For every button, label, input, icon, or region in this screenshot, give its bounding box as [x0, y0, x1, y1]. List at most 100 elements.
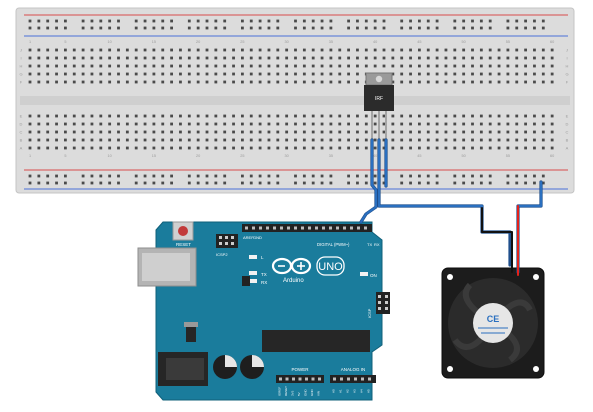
terminal-hole[interactable] — [435, 64, 439, 68]
terminal-hole[interactable] — [90, 122, 94, 126]
rail-hole[interactable] — [64, 174, 67, 178]
terminal-hole[interactable] — [276, 64, 280, 68]
terminal-hole[interactable] — [99, 114, 103, 118]
terminal-hole[interactable] — [302, 146, 306, 150]
rail-hole[interactable] — [249, 26, 253, 30]
terminal-hole[interactable] — [46, 138, 50, 142]
terminal-hole[interactable] — [125, 146, 129, 150]
terminal-hole[interactable] — [409, 138, 412, 142]
terminal-hole[interactable] — [64, 72, 67, 76]
terminal-hole[interactable] — [382, 56, 386, 60]
terminal-hole[interactable] — [320, 130, 324, 134]
rail-hole[interactable] — [382, 19, 386, 23]
rail-hole[interactable] — [294, 181, 297, 185]
terminal-hole[interactable] — [90, 56, 94, 60]
rail-hole[interactable] — [90, 19, 94, 23]
rail-hole[interactable] — [320, 181, 324, 185]
terminal-hole[interactable] — [143, 48, 147, 52]
terminal-hole[interactable] — [533, 146, 536, 150]
rail-hole[interactable] — [152, 181, 156, 185]
terminal-hole[interactable] — [524, 146, 527, 150]
terminal-hole[interactable] — [117, 130, 120, 134]
terminal-hole[interactable] — [400, 72, 404, 76]
terminal-hole[interactable] — [64, 64, 67, 68]
terminal-hole[interactable] — [196, 80, 200, 84]
terminal-hole[interactable] — [356, 80, 359, 84]
terminal-hole[interactable] — [108, 48, 112, 52]
terminal-hole[interactable] — [444, 114, 448, 118]
terminal-hole[interactable] — [179, 48, 182, 52]
terminal-hole[interactable] — [28, 138, 32, 142]
rail-hole[interactable] — [55, 26, 58, 30]
terminal-hole[interactable] — [187, 114, 191, 118]
rail-hole[interactable] — [205, 26, 209, 30]
rail-hole[interactable] — [196, 174, 200, 178]
terminal-hole[interactable] — [241, 64, 244, 68]
terminal-hole[interactable] — [444, 122, 448, 126]
terminal-hole[interactable] — [462, 146, 466, 150]
rail-hole[interactable] — [108, 181, 112, 185]
terminal-hole[interactable] — [320, 64, 324, 68]
terminal-hole[interactable] — [488, 56, 492, 60]
terminal-hole[interactable] — [391, 48, 395, 52]
terminal-hole[interactable] — [524, 72, 527, 76]
terminal-hole[interactable] — [81, 72, 85, 76]
terminal-hole[interactable] — [364, 64, 368, 68]
rail-hole[interactable] — [276, 26, 280, 30]
rail-hole[interactable] — [409, 19, 412, 23]
terminal-hole[interactable] — [373, 122, 377, 126]
rail-hole[interactable] — [223, 181, 227, 185]
terminal-hole[interactable] — [479, 122, 483, 126]
rail-hole[interactable] — [400, 181, 404, 185]
digital-pin[interactable] — [273, 226, 276, 230]
rail-hole[interactable] — [471, 174, 474, 178]
terminal-hole[interactable] — [46, 122, 50, 126]
terminal-hole[interactable] — [382, 130, 386, 134]
terminal-hole[interactable] — [205, 72, 209, 76]
terminal-hole[interactable] — [550, 130, 554, 134]
terminal-hole[interactable] — [276, 138, 280, 142]
terminal-hole[interactable] — [329, 130, 333, 134]
rail-hole[interactable] — [28, 181, 32, 185]
terminal-hole[interactable] — [409, 114, 412, 118]
terminal-hole[interactable] — [311, 114, 315, 118]
terminal-hole[interactable] — [223, 130, 227, 134]
terminal-hole[interactable] — [152, 138, 156, 142]
terminal-hole[interactable] — [143, 80, 147, 84]
terminal-hole[interactable] — [471, 80, 474, 84]
terminal-hole[interactable] — [329, 146, 333, 150]
terminal-hole[interactable] — [276, 72, 280, 76]
rail-hole[interactable] — [302, 174, 306, 178]
rail-hole[interactable] — [143, 19, 147, 23]
terminal-hole[interactable] — [258, 80, 262, 84]
rail-hole[interactable] — [134, 174, 138, 178]
terminal-hole[interactable] — [125, 114, 129, 118]
terminal-hole[interactable] — [444, 56, 448, 60]
terminal-hole[interactable] — [117, 48, 120, 52]
terminal-hole[interactable] — [232, 114, 235, 118]
rail-hole[interactable] — [533, 181, 536, 185]
rail-hole[interactable] — [205, 19, 209, 23]
terminal-hole[interactable] — [55, 122, 58, 126]
terminal-hole[interactable] — [125, 48, 129, 52]
rail-hole[interactable] — [99, 181, 103, 185]
terminal-hole[interactable] — [258, 130, 262, 134]
rail-hole[interactable] — [249, 174, 253, 178]
rail-hole[interactable] — [488, 174, 492, 178]
terminal-hole[interactable] — [409, 72, 412, 76]
digital-pin[interactable] — [294, 226, 297, 230]
terminal-hole[interactable] — [550, 72, 554, 76]
terminal-hole[interactable] — [196, 48, 200, 52]
rail-hole[interactable] — [329, 19, 333, 23]
terminal-hole[interactable] — [241, 138, 244, 142]
terminal-hole[interactable] — [533, 64, 536, 68]
terminal-hole[interactable] — [196, 64, 200, 68]
terminal-hole[interactable] — [391, 56, 395, 60]
terminal-hole[interactable] — [249, 146, 253, 150]
terminal-hole[interactable] — [196, 114, 200, 118]
rail-hole[interactable] — [294, 19, 297, 23]
digital-pin[interactable] — [287, 226, 290, 230]
rail-hole[interactable] — [506, 174, 510, 178]
terminal-hole[interactable] — [347, 48, 350, 52]
terminal-hole[interactable] — [400, 56, 404, 60]
